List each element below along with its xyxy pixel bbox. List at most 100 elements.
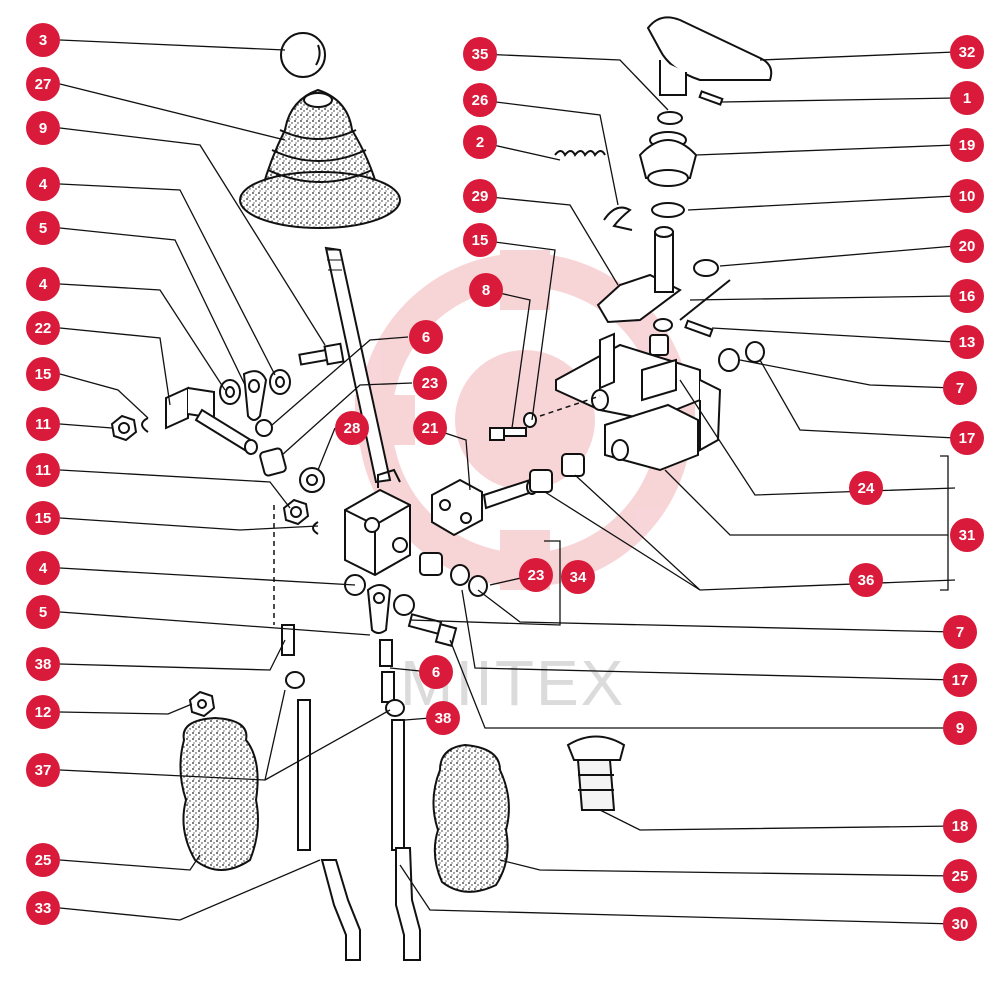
callout-badge: 16 xyxy=(950,279,984,313)
callout-badge: 24 xyxy=(849,471,883,505)
part-clevis-21 xyxy=(431,478,538,537)
part-stud-38-left xyxy=(281,624,295,656)
svg-text:20: 20 xyxy=(959,238,976,255)
svg-text:4: 4 xyxy=(39,276,48,293)
svg-text:38: 38 xyxy=(435,710,452,727)
callout-badge: 31 xyxy=(950,518,984,552)
part-rod-30 xyxy=(395,847,421,961)
svg-text:17: 17 xyxy=(952,672,969,689)
svg-text:36: 36 xyxy=(858,572,875,589)
callout-badge: 15 xyxy=(26,357,60,391)
callout-badge: 38 xyxy=(426,701,460,735)
part-washer-35 xyxy=(657,111,683,125)
callout-badge: 34 xyxy=(561,560,595,594)
part-bellow-25-left xyxy=(179,716,259,871)
part-selector-block-34 xyxy=(344,468,411,577)
part-post xyxy=(654,231,674,293)
callout-badge: 2 xyxy=(463,125,497,159)
svg-text:15: 15 xyxy=(35,510,52,527)
part-clip-26 xyxy=(603,206,633,231)
svg-text:29: 29 xyxy=(472,188,489,205)
svg-text:33: 33 xyxy=(35,900,52,917)
svg-text:5: 5 xyxy=(39,604,47,621)
svg-text:35: 35 xyxy=(472,46,489,63)
callout-badge: 9 xyxy=(26,111,60,145)
svg-text:6: 6 xyxy=(432,664,440,681)
svg-text:17: 17 xyxy=(959,430,976,447)
part-bushing-23 xyxy=(259,447,287,477)
svg-text:30: 30 xyxy=(952,916,969,933)
callout-badge: 37 xyxy=(26,753,60,787)
part-housing-31 xyxy=(555,332,722,472)
svg-text:18: 18 xyxy=(952,818,969,835)
part-bracket-22 xyxy=(165,386,258,455)
callout-badge: 8 xyxy=(469,273,503,307)
callout-badge: 25 xyxy=(26,843,60,877)
leader-lines xyxy=(59,39,956,925)
svg-text:16: 16 xyxy=(959,288,976,305)
svg-text:37: 37 xyxy=(35,762,52,779)
callout-badge: 36 xyxy=(849,563,883,597)
callout-badge: 15 xyxy=(463,223,497,257)
callout-badge: 38 xyxy=(26,647,60,681)
part-link-eye xyxy=(242,370,268,421)
svg-text:32: 32 xyxy=(959,44,976,61)
callout-badge: 6 xyxy=(409,320,443,354)
part-washer-7 xyxy=(718,348,740,372)
callout-badge: 23 xyxy=(413,366,447,400)
callout-badge: 27 xyxy=(26,67,60,101)
svg-text:15: 15 xyxy=(472,232,489,249)
svg-text:13: 13 xyxy=(959,334,976,351)
svg-text:25: 25 xyxy=(35,852,52,869)
callout-badge: 35 xyxy=(463,37,497,71)
part-rod-37-right xyxy=(391,719,405,851)
part-rod-33 xyxy=(320,859,361,961)
part-washer-17 xyxy=(745,341,765,363)
svg-text:4: 4 xyxy=(39,560,48,577)
callout-badge: 13 xyxy=(950,325,984,359)
svg-text:28: 28 xyxy=(344,420,361,437)
svg-text:2: 2 xyxy=(476,134,484,151)
part-handle-32 xyxy=(646,16,773,96)
callout-badge: 28 xyxy=(335,411,369,445)
callout-badge: 9 xyxy=(943,711,977,745)
part-bolt-9 xyxy=(298,342,345,366)
callout-badge: 11 xyxy=(26,407,60,441)
callout-badge: 18 xyxy=(943,809,977,843)
callout-badge: 1 xyxy=(950,81,984,115)
svg-text:15: 15 xyxy=(35,366,52,383)
callout-badge: 23 xyxy=(519,558,553,592)
part-lever-rod xyxy=(324,246,392,484)
svg-text:6: 6 xyxy=(422,329,430,346)
callout-badges: 3 27 9 4 5 4 22 15 11 11 15 4 5 38 12 37… xyxy=(26,23,984,941)
callout-badge: 12 xyxy=(26,695,60,729)
svg-text:27: 27 xyxy=(35,76,52,93)
callout-badge: 32 xyxy=(950,35,984,69)
callout-badge: 11 xyxy=(26,453,60,487)
svg-text:38: 38 xyxy=(35,656,52,673)
svg-text:5: 5 xyxy=(39,220,47,237)
svg-text:7: 7 xyxy=(956,380,964,397)
svg-text:34: 34 xyxy=(570,569,587,586)
svg-text:12: 12 xyxy=(35,704,52,721)
svg-text:10: 10 xyxy=(959,188,976,205)
part-gear-boot xyxy=(239,88,401,229)
callout-badge: 4 xyxy=(26,551,60,585)
callout-badge: 26 xyxy=(463,83,497,117)
callout-badge: 7 xyxy=(943,371,977,405)
svg-text:11: 11 xyxy=(35,416,51,433)
part-clip-15 xyxy=(141,417,149,433)
svg-text:26: 26 xyxy=(472,92,489,109)
svg-text:25: 25 xyxy=(952,868,969,885)
svg-text:23: 23 xyxy=(528,567,545,584)
callout-badge: 4 xyxy=(26,167,60,201)
callout-badge: 30 xyxy=(943,907,977,941)
part-rod-37-left xyxy=(297,699,311,851)
part-collar-19 xyxy=(638,131,698,187)
svg-text:31: 31 xyxy=(959,527,976,544)
svg-text:4: 4 xyxy=(39,176,48,193)
callout-badge: 17 xyxy=(950,421,984,455)
callout-badge: 20 xyxy=(950,229,984,263)
part-nut-20 xyxy=(693,259,719,277)
callout-badge: 21 xyxy=(413,411,447,445)
